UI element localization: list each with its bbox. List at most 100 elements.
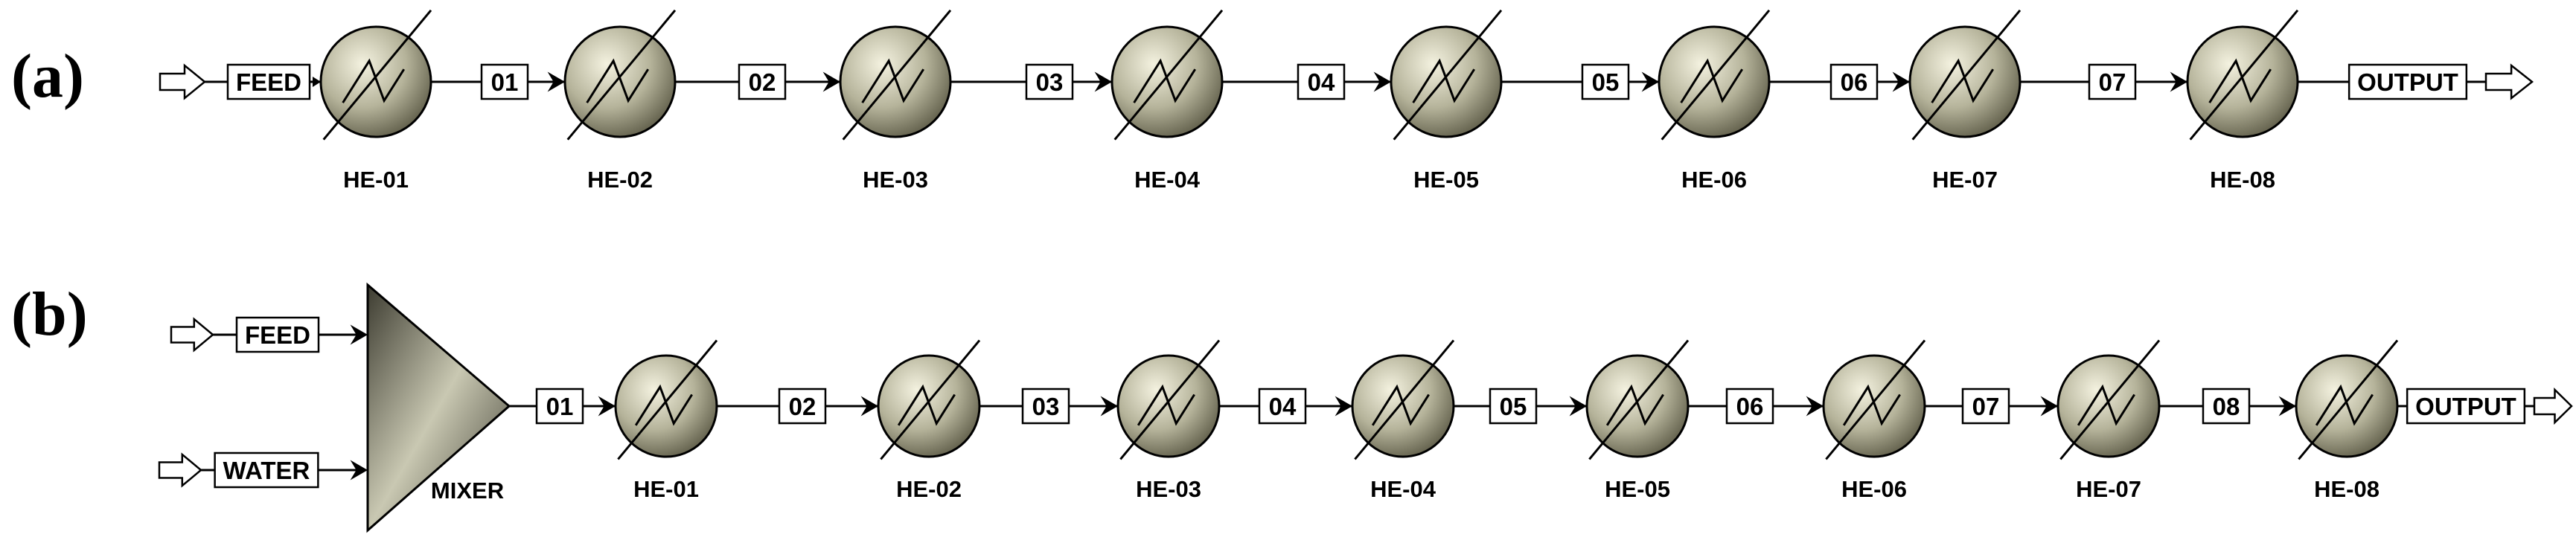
exchanger-zigzag bbox=[1842, 384, 1901, 426]
water-stream-box-label: WATER bbox=[223, 457, 310, 484]
stream-a-02-box bbox=[738, 63, 787, 100]
exchanger-zigzag bbox=[634, 384, 693, 426]
stream-b-04-label: 04 bbox=[1269, 393, 1297, 420]
stream-b-03-label: 03 bbox=[1032, 393, 1060, 420]
exchanger-slash bbox=[322, 9, 432, 141]
output-outlet-arrow bbox=[2484, 63, 2534, 100]
exchanger-b-he01 bbox=[614, 339, 718, 460]
stream-b-08-arrowhead bbox=[2278, 396, 2296, 417]
output-stream-box-b: OUTPUT bbox=[2406, 388, 2526, 425]
heat-exchanger-icon bbox=[1110, 25, 1224, 138]
stream-a-03: 03 bbox=[1025, 63, 1074, 100]
stream-a-06: 06 bbox=[1829, 63, 1879, 100]
stream-a-05-label: 05 bbox=[1592, 68, 1620, 96]
unit-label-b-8: HE-08 bbox=[2314, 476, 2380, 502]
stream-a-07-box bbox=[2088, 63, 2137, 100]
stream-a-02-arrowhead bbox=[822, 71, 840, 92]
stream-a-07: 07 bbox=[2088, 63, 2137, 100]
exchanger-zigzag bbox=[586, 58, 650, 103]
exchanger-b-he07 bbox=[2056, 339, 2161, 460]
exchanger-zigzag bbox=[1680, 58, 1744, 103]
stream-a-06-box bbox=[1829, 63, 1879, 100]
stream-b-06-arrowhead bbox=[1806, 396, 1824, 417]
exchanger-zigzag bbox=[1371, 384, 1430, 426]
stream-b-04: 04 bbox=[1258, 388, 1307, 425]
unit-label-a-2: HE-02 bbox=[587, 167, 653, 193]
output-stream-box-b-box bbox=[2406, 388, 2526, 425]
exchanger-a-he08 bbox=[2186, 9, 2299, 141]
unit-label-a-1: HE-01 bbox=[343, 167, 409, 193]
exchanger-zigzag bbox=[2077, 384, 2135, 426]
stream-b-07-label: 07 bbox=[1972, 393, 2000, 420]
unit-label-b-1: HE-01 bbox=[633, 476, 699, 502]
exchanger-slash bbox=[2189, 9, 2299, 141]
unit-label-b-6: HE-06 bbox=[1841, 476, 1907, 502]
stream-b-05-arrowhead bbox=[1569, 396, 1587, 417]
stream-a-02: 02 bbox=[738, 63, 787, 100]
stream-b-06: 06 bbox=[1725, 388, 1774, 425]
exchanger-zigzag bbox=[1412, 58, 1476, 103]
exchanger-b-he06 bbox=[1822, 339, 1926, 460]
exchanger-b-he05 bbox=[1585, 339, 1690, 460]
stream-b-07: 07 bbox=[1961, 388, 2010, 425]
heat-exchanger-icon bbox=[319, 25, 432, 138]
stream-a-03-box bbox=[1025, 63, 1074, 100]
feed-arrowhead bbox=[313, 77, 321, 87]
exchanger-a-he02 bbox=[563, 9, 677, 141]
water-mixer-arrowhead bbox=[350, 460, 368, 480]
exchanger-a-he04 bbox=[1110, 9, 1224, 141]
exchanger-a-he06 bbox=[1658, 9, 1771, 141]
exchanger-a-he05 bbox=[1390, 9, 1503, 141]
stream-b-08-label: 08 bbox=[2213, 393, 2240, 420]
stream-b-02: 02 bbox=[778, 388, 827, 425]
heat-exchanger-icon bbox=[839, 25, 952, 138]
exchanger-slash bbox=[1661, 9, 1771, 141]
feed-stream-box-b-label: FEED bbox=[245, 321, 310, 349]
stream-b-07-arrowhead bbox=[2040, 396, 2058, 417]
stream-a-07-arrowhead bbox=[2170, 71, 2187, 92]
exchanger-b-he04 bbox=[1351, 339, 1455, 460]
stream-a-06-label: 06 bbox=[1841, 68, 1868, 96]
exchanger-slash bbox=[1354, 339, 1455, 460]
unit-label-b-3: HE-03 bbox=[1136, 476, 1201, 502]
stream-a-05-arrowhead bbox=[1641, 71, 1659, 92]
stream-a-02-label: 02 bbox=[749, 68, 776, 96]
exchanger-slash bbox=[566, 9, 677, 141]
stream-a-04-arrowhead bbox=[1373, 71, 1391, 92]
stream-b-02-arrowhead bbox=[860, 396, 878, 417]
exchanger-b-he08 bbox=[2295, 339, 2399, 460]
exchanger-slash bbox=[2298, 339, 2399, 460]
unit-label-b-2: HE-02 bbox=[896, 476, 962, 502]
exchanger-zigzag bbox=[1133, 58, 1197, 103]
unit-label-a-5: HE-05 bbox=[1413, 167, 1479, 193]
exchanger-a-he07 bbox=[1908, 9, 2022, 141]
exchanger-zigzag bbox=[2208, 58, 2272, 103]
feed-mixer-arrowhead bbox=[350, 324, 368, 345]
unit-label-b-7: HE-07 bbox=[2076, 476, 2141, 502]
stream-b-01-label: 01 bbox=[546, 393, 574, 420]
exchanger-slash bbox=[1588, 339, 1690, 460]
panel-label-b: (b) bbox=[11, 280, 88, 349]
mixer-icon bbox=[366, 282, 511, 533]
stream-a-06-arrowhead bbox=[1892, 71, 1910, 92]
stream-b-01-box bbox=[535, 388, 584, 425]
exchanger-a-he03 bbox=[839, 9, 952, 141]
stream-a-07-label: 07 bbox=[2099, 68, 2126, 96]
stream-b-08: 08 bbox=[2202, 388, 2251, 425]
exchanger-zigzag bbox=[342, 58, 406, 103]
exchanger-slash bbox=[1393, 9, 1503, 141]
exchanger-slash bbox=[617, 339, 718, 460]
heat-exchanger-icon bbox=[1658, 25, 1771, 138]
feed-inlet-arrow bbox=[159, 63, 206, 100]
stream-b-06-label: 06 bbox=[1736, 393, 1764, 420]
heat-exchanger-icon bbox=[563, 25, 677, 138]
stream-a-04: 04 bbox=[1297, 63, 1346, 100]
exchanger-zigzag bbox=[2315, 384, 2374, 426]
unit-label-b-5: HE-05 bbox=[1605, 476, 1670, 502]
exchanger-slash bbox=[880, 339, 981, 460]
output-stream-box-a-label: OUTPUT bbox=[2357, 68, 2458, 96]
exchanger-slash bbox=[842, 9, 952, 141]
